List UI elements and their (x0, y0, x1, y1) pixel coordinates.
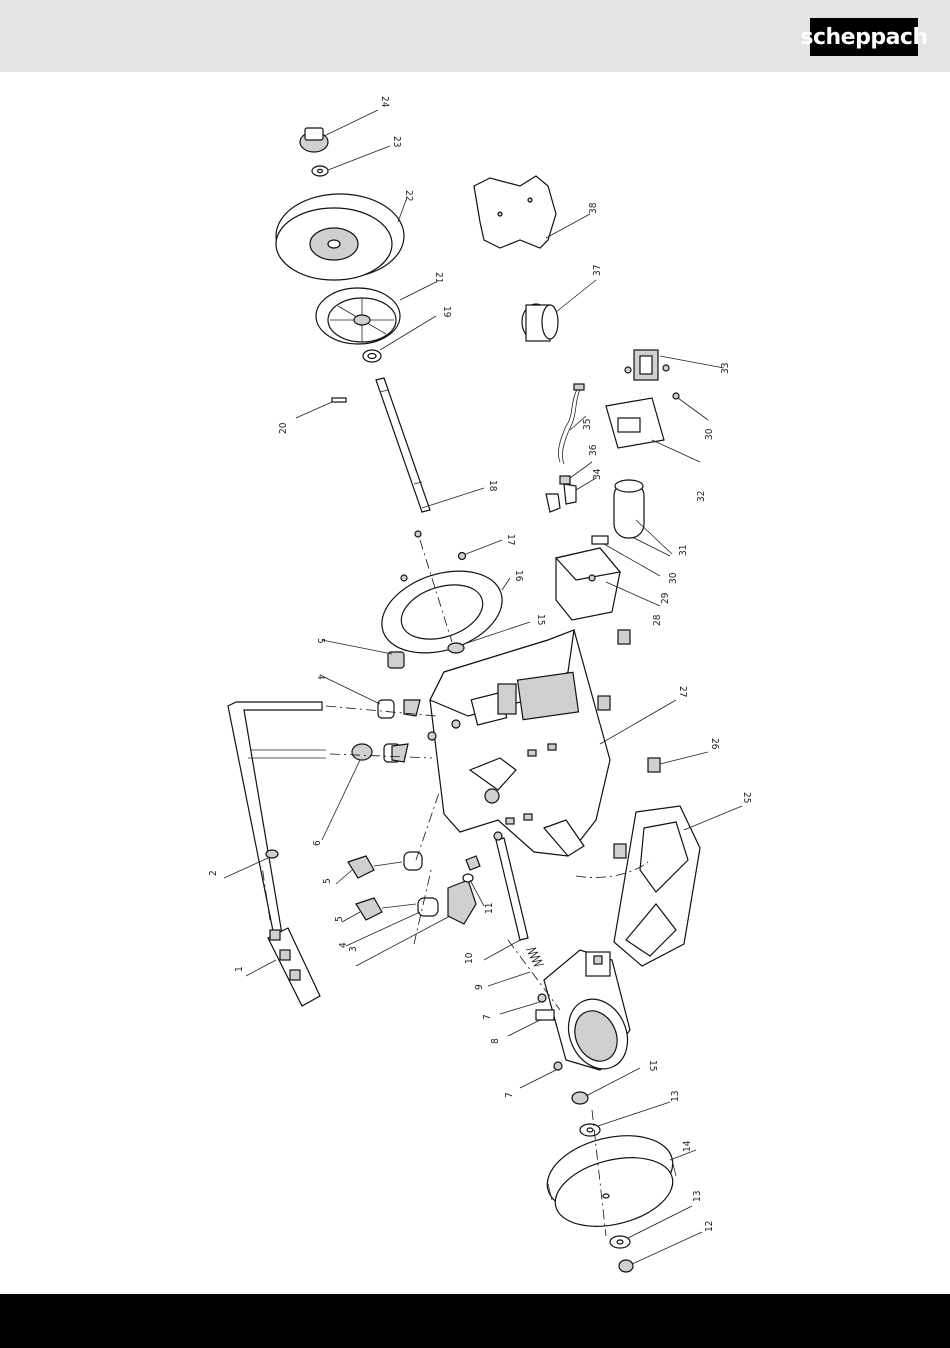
callout-16: 16 (513, 570, 524, 582)
part-2-handle (224, 702, 326, 936)
part-36-grommet (560, 462, 592, 484)
part-25-hopper (576, 806, 742, 966)
callout-23: 23 (391, 136, 402, 147)
motor (544, 950, 638, 1078)
callout-35: 35 (582, 419, 593, 430)
callout-30b: 30 (704, 428, 715, 440)
callout-25: 25 (741, 792, 752, 803)
callout-22: 22 (403, 190, 414, 201)
callout-20: 20 (278, 422, 289, 434)
part-18-axle-shaft (376, 378, 484, 537)
callout-13a: 13 (670, 1091, 681, 1102)
scheppach-logo: scheppach (810, 18, 918, 56)
callout-1: 1 (234, 966, 245, 972)
callout-37: 37 (592, 265, 603, 276)
part-14-cover-disk (539, 1124, 696, 1238)
part-16-flange-plate (371, 557, 512, 668)
part-20-pin (296, 398, 346, 418)
callout-30a: 30 (668, 572, 679, 584)
callout-38: 38 (588, 202, 599, 214)
callout-5c: 5 (334, 916, 345, 922)
callout-2: 2 (208, 870, 219, 876)
callout-17: 17 (505, 534, 516, 545)
callout-36: 36 (588, 444, 599, 456)
part-10-shaft (484, 832, 528, 960)
part-32-cover-plate (606, 398, 700, 462)
callout-9: 9 (474, 984, 485, 990)
callout-13b: 13 (692, 1191, 703, 1202)
callout-4b: 4 (338, 942, 349, 948)
callout-26: 26 (709, 738, 720, 750)
page-footer (0, 1294, 950, 1348)
part-5-knobs (322, 640, 416, 922)
part-37-cylinder (522, 280, 596, 341)
callout-15a: 15 (535, 614, 546, 625)
callout-3: 3 (348, 946, 359, 952)
callout-11: 11 (484, 903, 495, 914)
callout-31: 31 (678, 545, 689, 556)
callout-14: 14 (682, 1140, 693, 1152)
part-15-motor-bushing (572, 1068, 640, 1104)
callout-5b: 5 (322, 878, 333, 884)
part-34-clip (546, 478, 596, 512)
part-12-nut (619, 1232, 702, 1272)
part-28-terminal-box (556, 548, 660, 620)
part-9-spring (488, 948, 544, 986)
callout-34: 34 (592, 468, 603, 480)
callout-28: 28 (652, 614, 663, 626)
callout-27: 27 (677, 686, 688, 697)
part-4-sleeves (322, 676, 438, 946)
part-17-screw (459, 540, 503, 560)
callout-4a: 4 (315, 674, 326, 680)
part-33-switch (625, 350, 724, 380)
callout-6: 6 (312, 840, 323, 846)
callout-21: 21 (433, 272, 444, 283)
callout-33: 33 (720, 363, 731, 374)
callout-19: 19 (441, 306, 452, 318)
part-38-plate (474, 176, 590, 248)
part-8-plate (508, 1010, 554, 1036)
callout-32: 32 (696, 491, 707, 502)
callout-15b: 15 (647, 1060, 658, 1071)
callout-7b: 7 (504, 1092, 515, 1098)
callout-7a: 7 (482, 1014, 493, 1020)
logo-text: scheppach (800, 25, 927, 50)
callout-12: 12 (704, 1221, 715, 1232)
callout-29: 29 (660, 592, 671, 604)
part-1-grip-bar (246, 928, 320, 1006)
callout-10: 10 (464, 952, 475, 964)
callout-18: 18 (487, 480, 498, 492)
part-6-nut (322, 744, 372, 840)
part-22-cover-disk (276, 194, 406, 280)
page-header: scheppach (0, 0, 950, 72)
part-21-wheel (316, 282, 436, 344)
exploded-parts-diagram: 1 2 3 4 4 5 5 5 6 7 7 8 9 10 11 12 13 13… (0, 72, 950, 1294)
callout-8: 8 (490, 1038, 501, 1044)
callout-5a: 5 (315, 638, 326, 644)
part-24-knob (300, 110, 378, 152)
part-23-washer (312, 146, 390, 176)
callout-24: 24 (379, 96, 390, 108)
